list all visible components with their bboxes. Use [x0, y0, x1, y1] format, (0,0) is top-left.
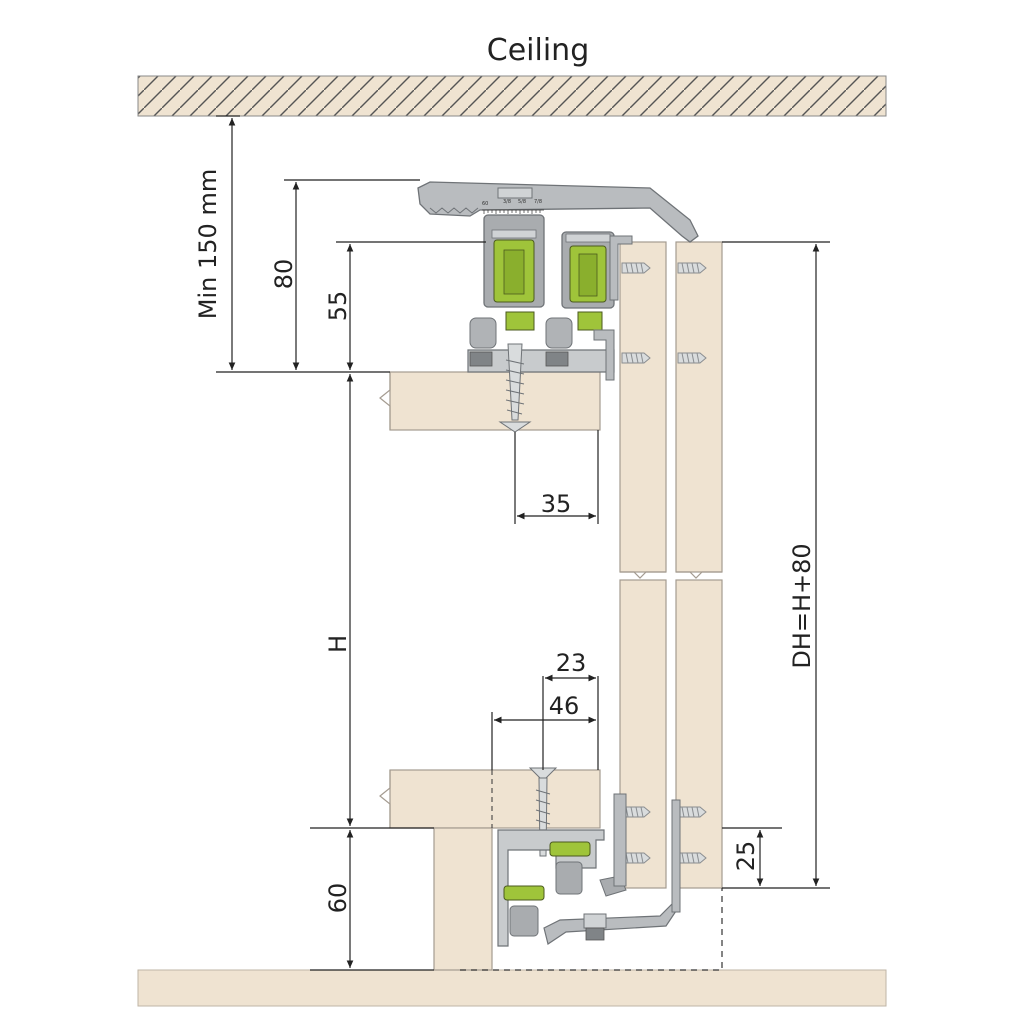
- bottom-offset-46-label: 46: [549, 692, 580, 720]
- upper-cabinet-panel: [379, 371, 601, 431]
- top-roller-carriage-2: [561, 231, 633, 309]
- floor-gap-label: 60: [324, 883, 352, 914]
- ceiling-label: Ceiling: [487, 33, 589, 68]
- door-height-label: DH=H+80: [788, 543, 816, 668]
- svg-text:7/8: 7/8: [534, 199, 542, 205]
- wheel-height-label: 55: [324, 291, 352, 322]
- opening-height-label: H: [324, 635, 352, 653]
- lower-cabinet-panel: [379, 769, 601, 971]
- floor: [137, 969, 887, 1007]
- ceiling: [137, 75, 887, 117]
- svg-text:3/8: 3/8: [503, 199, 511, 205]
- min-clearance-label: Min 150 mm: [194, 169, 222, 319]
- bottom-offset-23-label: 23: [556, 649, 587, 677]
- top-guide-rail: [467, 311, 615, 381]
- scale-marks: 60 3/8 5/8 7/8: [482, 199, 542, 207]
- bottom-height-label: 25: [732, 841, 760, 872]
- screw-offset-label: 35: [541, 490, 572, 518]
- top-roller-carriage-1: [483, 214, 545, 308]
- top-mounting-screw: [498, 343, 532, 433]
- bottom-guide-assembly: [497, 793, 681, 947]
- door-panel-outer: [675, 241, 723, 889]
- track-height-label: 80: [270, 259, 298, 290]
- svg-text:5/8: 5/8: [518, 199, 526, 205]
- dimension-lines: [216, 115, 830, 971]
- top-track-profile: 60 3/8 5/8 7/8: [417, 181, 699, 243]
- door-panel-inner: [619, 241, 667, 889]
- svg-text:60: 60: [482, 201, 488, 207]
